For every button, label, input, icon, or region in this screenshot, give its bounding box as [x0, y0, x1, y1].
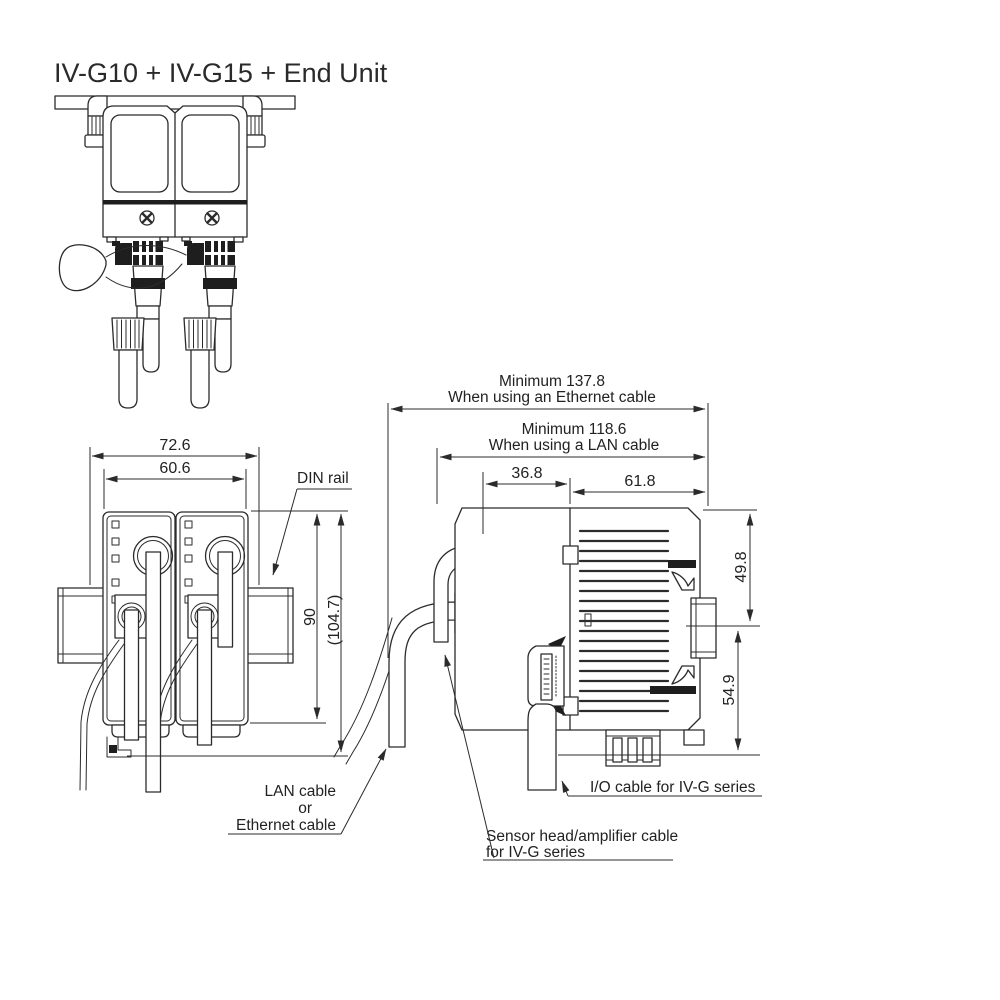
lan-cable-callout: LAN cable or Ethernet cable	[228, 748, 387, 835]
thin-cable-side	[333, 617, 393, 758]
sensor-cable-label-line2: for IV-G series	[486, 844, 585, 861]
din-rail-clip-side	[650, 560, 717, 694]
page-title: IV-G10 + IV-G15 + End Unit	[54, 58, 388, 88]
io-cable-connector	[527, 636, 566, 791]
lan-ethernet-cable	[388, 601, 457, 748]
sensor-cable-leader-arrow	[444, 654, 495, 859]
din-rail-front	[57, 587, 294, 664]
screw-icon	[139, 210, 155, 226]
cable-connectors-left	[111, 241, 165, 409]
io-cable-leader-arrow	[561, 780, 570, 797]
dim-lan-label-line1: Minimum 118.6	[522, 421, 627, 438]
dim-36-8-label: 36.8	[511, 465, 542, 482]
dim-90-label: 90	[302, 608, 319, 626]
side-view-dimensions: Minimum 137.8 When using an Ethernet cab…	[387, 373, 760, 756]
io-cable-label: I/O cable for IV-G series	[590, 779, 756, 796]
amplifier-units-top	[102, 105, 248, 249]
lan-cable-label-line2: or	[298, 800, 312, 817]
din-rail-label: DIN rail	[297, 470, 349, 487]
power-terminal-block	[605, 729, 705, 767]
side-view-drawing: Minimum 137.8 When using an Ethernet cab…	[333, 373, 760, 791]
dim-ethernet-label-line2: When using an Ethernet cable	[448, 389, 656, 406]
dim-54-9-label: 54.9	[721, 674, 738, 705]
lan-cable-leader-arrow	[340, 748, 387, 835]
din-rail-cross-section	[690, 597, 717, 659]
dim-lan-label-line2: When using a LAN cable	[489, 437, 660, 454]
din-rail-leader-arrow	[272, 488, 298, 576]
top-view-drawing	[54, 95, 296, 409]
cable-strips-front	[123, 551, 234, 793]
sensor-cable-label-line1: Sensor head/amplifier cable	[486, 828, 678, 845]
screw-icon	[204, 210, 220, 226]
dim-ethernet-label-line1: Minimum 137.8	[499, 373, 605, 390]
dim-49-8-label: 49.8	[733, 551, 750, 582]
heat-sink-fins	[578, 529, 670, 713]
dim-104-7-label: (104.7)	[326, 595, 343, 646]
sensor-cable-callout: Sensor head/amplifier cable for IV-G ser…	[444, 654, 678, 861]
lan-cable-label-line3: Ethernet cable	[236, 817, 336, 834]
io-cable-callout: I/O cable for IV-G series	[561, 779, 762, 797]
front-view-dimensions: 72.6 60.6 90 (104.7) DIN rail	[89, 437, 352, 757]
lan-cable-label-line1: LAN cable	[264, 783, 336, 800]
front-view-drawing: 72.6 60.6 90 (104.7) DIN rail	[57, 437, 352, 793]
end-unit-clip-left	[84, 95, 110, 148]
dim-72-6-label: 72.6	[159, 437, 190, 454]
led-indicators	[111, 520, 193, 604]
dim-60-6-label: 60.6	[159, 460, 190, 477]
cable-connectors-right	[183, 241, 237, 409]
callout-labels: LAN cable or Ethernet cable Sensor head/…	[228, 654, 762, 861]
flat-cable-top	[58, 244, 187, 292]
io-cable-strip	[527, 703, 557, 791]
dim-61-8-label: 61.8	[624, 473, 655, 490]
amplifier-body-side	[454, 507, 701, 731]
